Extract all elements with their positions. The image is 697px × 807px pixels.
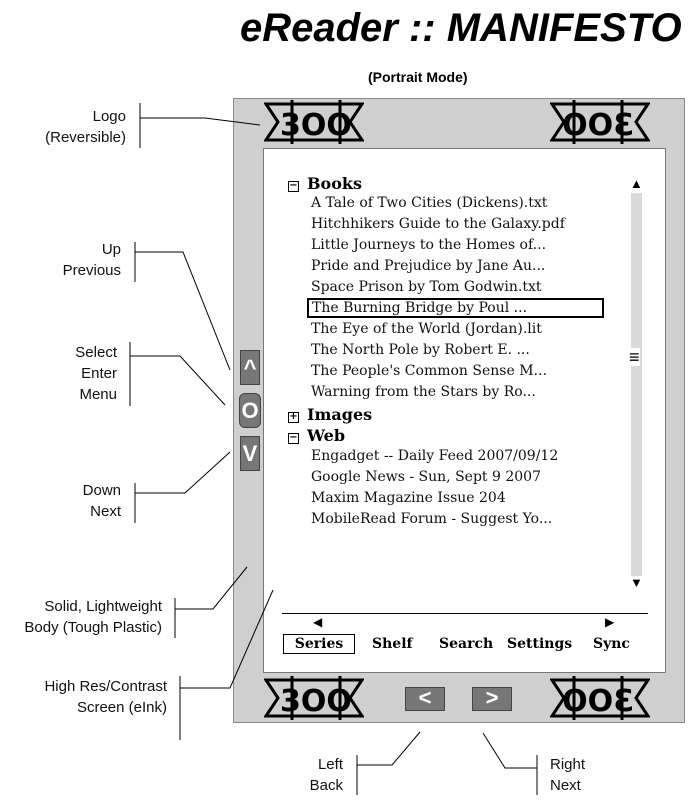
label-logo: Logo(Reversible) — [45, 108, 126, 146]
logo-bottom-right: 3OO — [549, 676, 651, 725]
scroll-up-icon[interactable]: ▲ — [630, 176, 643, 191]
folder-web[interactable]: −Web — [288, 426, 346, 445]
scroll-down-icon[interactable]: ▼ — [630, 575, 643, 590]
list-item[interactable]: MobileRead Forum - Suggest Yo... — [311, 511, 553, 527]
select-button[interactable]: O — [239, 393, 261, 428]
svg-text:3OO: 3OO — [562, 108, 634, 143]
tab-divider — [282, 613, 648, 614]
tab-sync[interactable]: Sync — [593, 636, 630, 652]
collapse-icon[interactable]: − — [288, 432, 299, 444]
tab-series[interactable]: Series — [283, 634, 355, 654]
list-item[interactable]: A Tale of Two Cities (Dickens).txt — [311, 195, 548, 211]
logo-bottom-left: 3OO — [263, 676, 365, 725]
list-item-selected[interactable]: The Burning Bridge by Poul ... — [307, 298, 604, 318]
tab-shelf[interactable]: Shelf — [372, 636, 413, 652]
list-item[interactable]: The Eye of the World (Jordan).lit — [311, 321, 542, 337]
expand-icon[interactable]: + — [288, 411, 299, 423]
folder-images[interactable]: +Images — [288, 405, 373, 424]
left-button[interactable]: < — [405, 687, 445, 711]
tab-prev-icon[interactable]: ◀ — [313, 615, 323, 629]
list-item[interactable]: Engadget -- Daily Feed 2007/09/12 — [311, 448, 559, 464]
list-item[interactable]: Maxim Magazine Issue 204 — [311, 490, 506, 506]
list-item[interactable]: Warning from the Stars by Ro... — [311, 384, 536, 400]
scrollbar-track[interactable] — [631, 193, 642, 576]
list-item[interactable]: Little Journeys to the Homes of... — [311, 237, 547, 253]
collapse-icon[interactable]: − — [288, 180, 299, 192]
subtitle: (Portrait Mode) — [368, 69, 468, 85]
tab-next-icon[interactable]: ▶ — [605, 615, 615, 629]
right-button[interactable]: > — [472, 687, 512, 711]
svg-text:3OO: 3OO — [280, 108, 352, 143]
up-button[interactable]: ^ — [240, 350, 260, 385]
tab-search[interactable]: Search — [439, 636, 494, 652]
tab-settings[interactable]: Settings — [507, 636, 573, 652]
logo-top-left: 3OO — [263, 100, 365, 149]
svg-text:3OO: 3OO — [280, 684, 352, 719]
svg-text:3OO: 3OO — [562, 684, 634, 719]
list-item[interactable]: The People's Common Sense M... — [311, 363, 547, 379]
list-item[interactable]: Google News - Sun, Sept 9 2007 — [311, 469, 541, 485]
list-item[interactable]: Pride and Prejudice by Jane Au... — [311, 258, 546, 274]
title: eReader :: MANIFESTO — [240, 6, 682, 50]
down-button[interactable]: V — [240, 436, 260, 471]
logo-top-right: 3OO — [549, 100, 651, 149]
list-item[interactable]: Space Prison by Tom Godwin.txt — [311, 279, 542, 295]
list-item[interactable]: Hitchhikers Guide to the Galaxy.pdf — [311, 216, 565, 232]
folder-books[interactable]: −Books — [288, 174, 362, 193]
scroll-thumb[interactable]: ≡ — [629, 347, 640, 367]
screen — [263, 148, 666, 673]
list-item[interactable]: The North Pole by Robert E. ... — [311, 342, 530, 358]
